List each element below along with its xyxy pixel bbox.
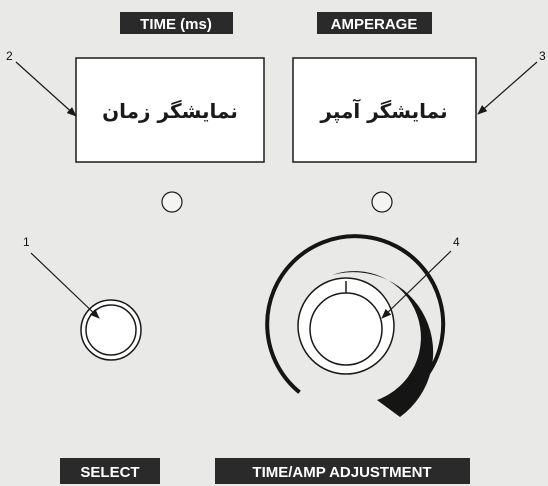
amperage-display: نمایشگر آمپر [292, 57, 477, 163]
callout-3: 3 [477, 49, 546, 115]
callout-2-number: 2 [6, 49, 13, 63]
time-label-text: TIME (ms) [140, 16, 212, 33]
time-label-tag: TIME (ms) [120, 12, 233, 34]
adjustment-scale-arc [265, 234, 446, 401]
select-label-tag: SELECT [60, 458, 160, 484]
amperage-label-tag: AMPERAGE [317, 12, 432, 34]
time-display-text: نمایشگر زمان [102, 99, 238, 123]
adjustment-label-text: TIME/AMP ADJUSTMENT [252, 464, 431, 481]
amperage-indicator-light [371, 191, 393, 213]
amperage-label-text: AMPERAGE [331, 16, 418, 33]
amperage-display-text: نمایشگر آمپر [319, 98, 447, 124]
callout-2: 2 [6, 49, 77, 117]
callout-4-number: 4 [453, 235, 460, 249]
adjustment-label-tag: TIME/AMP ADJUSTMENT [215, 458, 470, 484]
adjustment-knob[interactable] [265, 234, 446, 417]
callout-3-number: 3 [539, 49, 546, 63]
callout-1: 1 [23, 235, 100, 319]
time-indicator-light [161, 191, 183, 213]
select-label-text: SELECT [80, 464, 139, 481]
callout-1-number: 1 [23, 235, 30, 249]
callout-4: 4 [381, 235, 460, 319]
time-display: نمایشگر زمان [75, 57, 265, 163]
adjustment-scale-wedge [332, 271, 434, 417]
